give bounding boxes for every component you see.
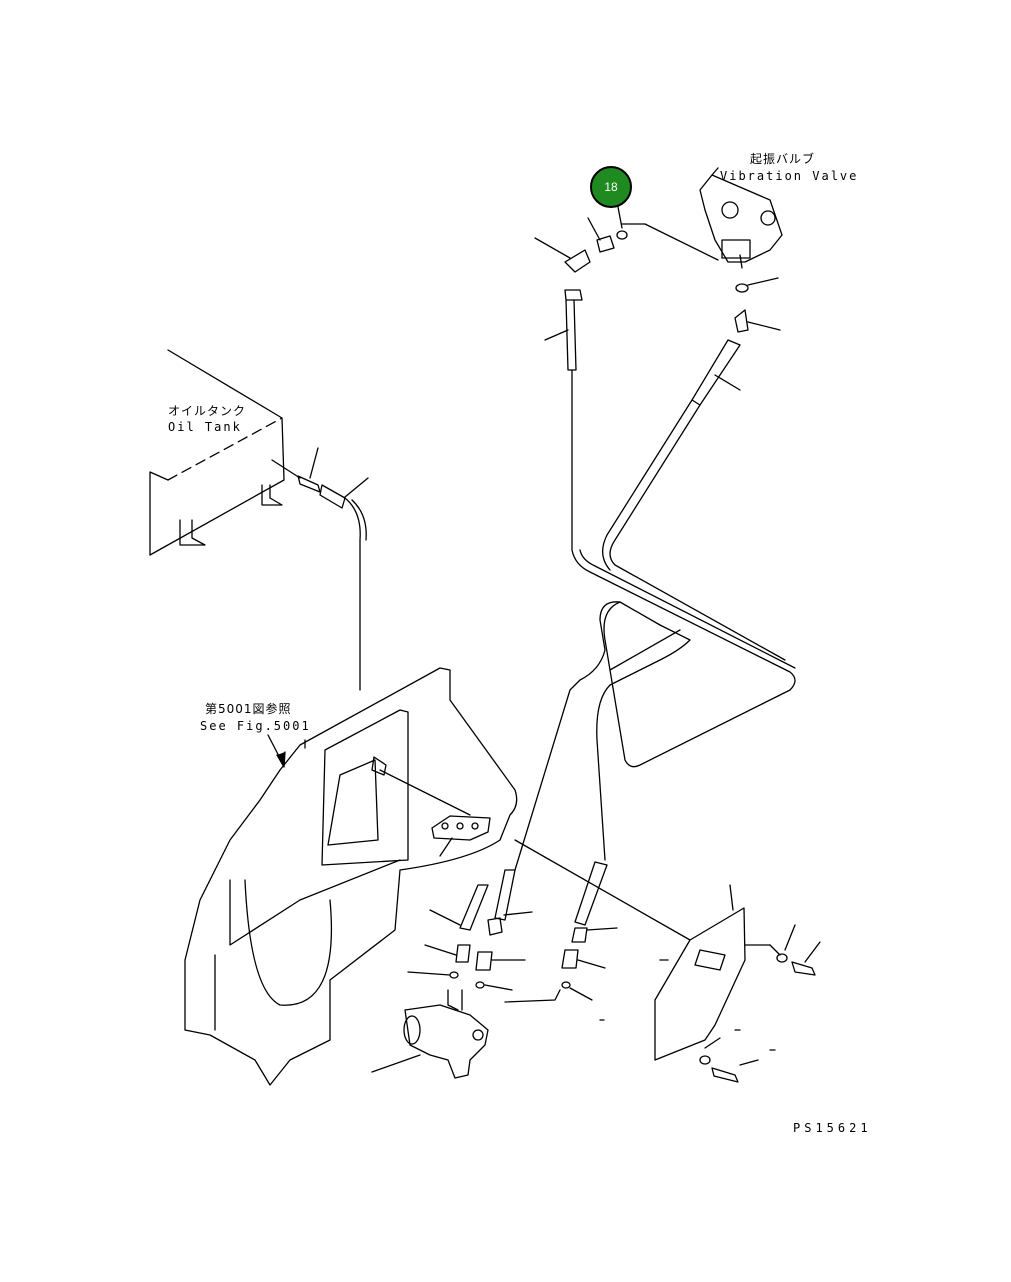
callout-leader [617,206,623,229]
see-fig-arrow [267,734,286,768]
see-fig-label-jp: 第5001図参照 [205,702,292,716]
vibration-valve-label-en: Vibration Valve [720,169,859,183]
elbow-fitting [534,217,628,301]
pipe-line-lower [407,601,691,1011]
vibration-valve [621,167,783,269]
guard-plate [654,884,821,1083]
callout-number: 18 [604,180,618,194]
oil-tank-label-en: Oil Tank [168,420,242,434]
oil-tank-hose [297,447,369,691]
vibration-valve-label-jp: 起振バルブ [750,152,816,166]
frame-housing [184,667,691,1086]
oil-tank [149,349,301,556]
bracket-block [431,815,491,857]
pipe-line-right [602,277,786,661]
see-fig-label-en: See Fig.5001 [200,719,311,733]
drawing-code: PS15621 [793,1121,872,1135]
pipe-line-left [544,299,796,768]
oil-tank-label-jp: オイルタンク [168,404,247,418]
part-callout-18[interactable]: 18 [590,166,632,208]
vibration-motor [371,1004,605,1079]
